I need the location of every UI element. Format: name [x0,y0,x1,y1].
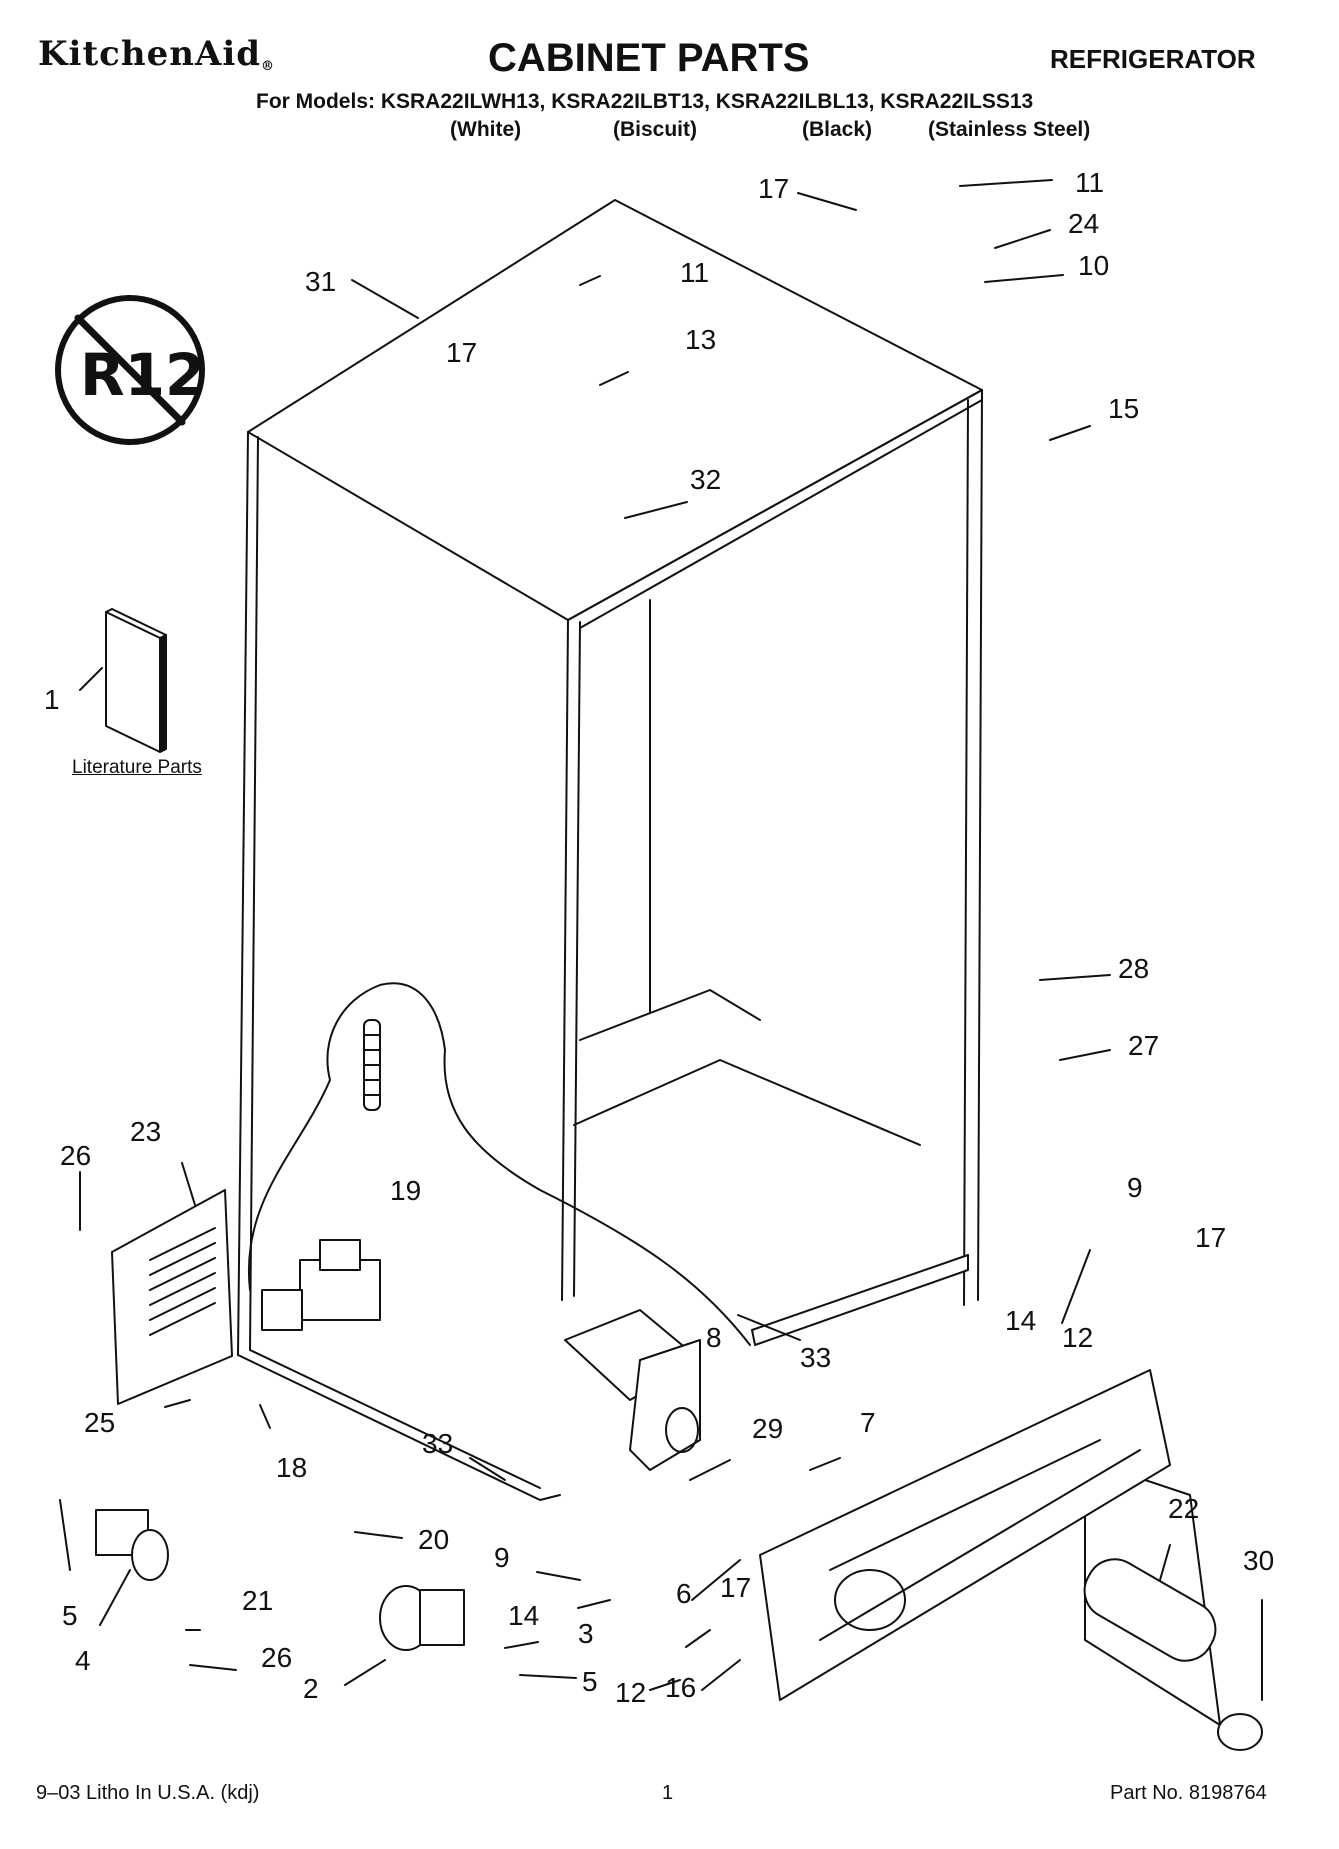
callout-33: 33 [422,1428,454,1459]
variant-black: (Black) [802,118,873,141]
models-line: For Models: KSRA22ILWH13, KSRA22ILBT13, … [256,90,1034,113]
callout-22: 22 [1168,1493,1200,1524]
callout-17: 17 [758,173,790,204]
brand-name: KitchenAid [38,34,262,74]
callout-4: 4 [75,1645,91,1676]
callout-1: 1 [44,684,60,715]
registered-mark: ® [261,59,276,74]
callout-17: 17 [720,1572,752,1603]
callout-16: 16 [665,1672,697,1703]
callout-33: 33 [800,1342,832,1373]
relay-assembly [262,1240,380,1330]
callout-30: 30 [1243,1545,1275,1576]
callout-21: 21 [242,1585,274,1616]
filter-cap-part [1218,1714,1262,1750]
variant-white: (White) [450,118,522,141]
callout-24: 24 [1068,208,1100,239]
callout-15: 15 [1108,393,1140,424]
roller-assembly [96,1510,464,1650]
callout-11: 11 [1075,167,1105,198]
base-grille [760,1370,1170,1700]
callout-20: 20 [418,1524,450,1555]
cabinet-shell [238,200,982,1500]
callout-12: 12 [1062,1322,1094,1353]
callout-27: 27 [1128,1030,1160,1061]
rear-access-grille [112,1190,232,1404]
callout-14: 14 [508,1600,540,1631]
callout-17: 17 [446,337,478,368]
leader-lines [60,180,1262,1700]
literature-parts-label: Literature Parts [72,757,202,778]
callout-19: 19 [390,1175,422,1206]
callout-31: 31 [305,266,337,297]
spring-part [364,1020,380,1110]
callout-2: 2 [303,1673,319,1704]
callout-5: 5 [62,1600,78,1631]
callout-12: 12 [615,1677,647,1708]
callout-11: 11 [680,257,710,288]
callout-18: 18 [276,1452,308,1483]
callout-28: 28 [1118,953,1150,984]
callout-8: 8 [706,1322,722,1353]
callout-10: 10 [1078,250,1110,281]
variant-biscuit: (Biscuit) [613,118,697,141]
callout-13: 13 [685,324,717,355]
callout-26: 26 [261,1642,293,1673]
r12-text: R12 [80,341,205,409]
variant-stainless: (Stainless Steel) [928,118,1091,141]
callout-23: 23 [130,1116,162,1147]
callout-9: 9 [494,1542,510,1573]
brand-logo: KitchenAid® [38,34,275,74]
callout-7: 7 [860,1407,876,1438]
page-title: CABINET PARTS [488,36,810,80]
callout-32: 32 [690,464,722,495]
callout-9: 9 [1127,1172,1143,1203]
callout-26: 26 [60,1140,92,1171]
callout-17: 17 [1195,1222,1227,1253]
callout-6: 6 [676,1578,692,1609]
footer-page-number: 1 [662,1782,674,1804]
footer-part-number: Part No. 8198764 [1110,1782,1267,1804]
callout-29: 29 [752,1413,784,1444]
water-filter-cartridge [1074,1460,1225,1725]
product-type: REFRIGERATOR [1050,44,1256,74]
callout-14: 14 [1005,1305,1037,1336]
footer-print-info: 9–03 Litho In U.S.A. (kdj) [36,1782,260,1804]
literature-booklet-icon [106,609,166,752]
mechanical-compartment-cutaway [249,983,750,1345]
no-r12-badge: R12 [58,298,205,442]
callout-25: 25 [84,1407,116,1438]
callout-3: 3 [578,1618,594,1649]
fill-tube-part [565,1310,700,1470]
callout-5: 5 [582,1666,598,1697]
